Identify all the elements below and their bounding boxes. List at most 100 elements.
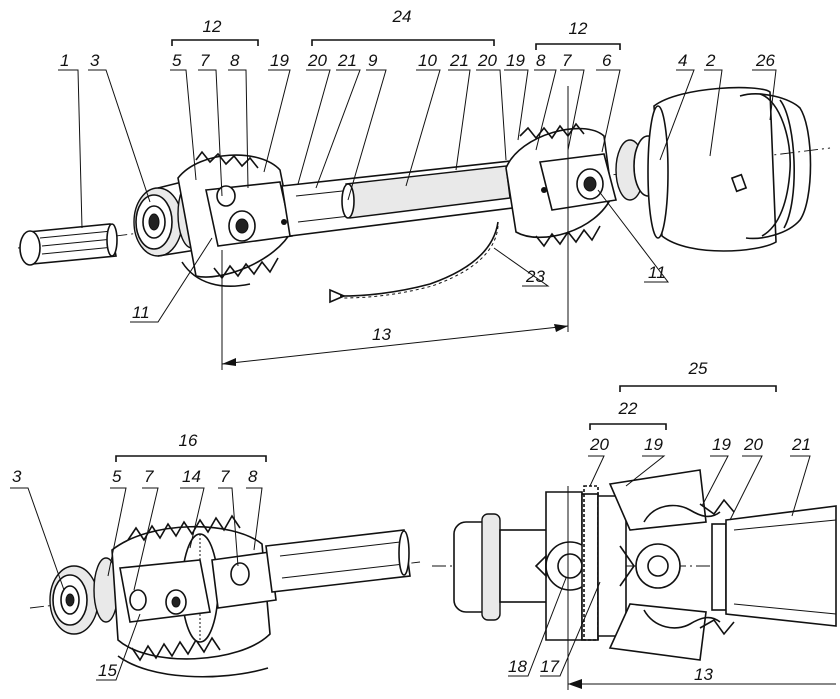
callout-3: 3: [90, 51, 100, 70]
callout-22: 22: [618, 399, 638, 418]
leader-7b: [560, 69, 585, 151]
leader-17-br: [540, 581, 601, 677]
callout-3-bl: 3: [12, 467, 22, 486]
callout-1: 1: [60, 51, 69, 70]
leader-18-br: [508, 577, 567, 677]
callout-6: 6: [602, 51, 612, 70]
tube-bl: [265, 529, 411, 593]
bottom-right-detail: 25 22 20 19 19 20 21 18 17 13: [432, 359, 837, 690]
callout-15: 15: [98, 661, 117, 680]
leader-26: [752, 69, 777, 121]
leader-10: [405, 69, 441, 187]
callout-7-bl: 7: [144, 467, 154, 486]
splined-shaft-1: [19, 223, 118, 266]
callout-25: 25: [688, 359, 708, 378]
tube-21-br: [725, 505, 837, 627]
brace-22: [589, 423, 667, 430]
callout-20b-br: 20: [743, 435, 763, 454]
callout-21b: 21: [449, 51, 469, 70]
callout-8b: 8: [536, 51, 546, 70]
leader-5-bl: [107, 487, 127, 577]
leader-19b: [504, 69, 529, 141]
callout-19b: 19: [506, 51, 525, 70]
leader-19b-br: [701, 455, 729, 507]
callout-24: 24: [392, 7, 412, 26]
callout-16: 16: [179, 431, 198, 450]
callout-13-br: 13: [694, 665, 713, 684]
leader-3-bl: [10, 487, 65, 591]
callout-10: 10: [418, 51, 437, 70]
leader-15-bl: [96, 613, 141, 681]
leader-7: [198, 69, 223, 197]
callout-20b: 20: [477, 51, 497, 70]
callout-23: 23: [525, 267, 545, 286]
brace-24: [311, 39, 495, 46]
callout-8: 8: [230, 51, 240, 70]
leader-19: [263, 69, 291, 173]
leader-3: [88, 69, 151, 203]
callout-7: 7: [200, 51, 210, 70]
callout-26: 26: [755, 51, 775, 70]
leader-19-br: [625, 455, 666, 487]
callout-13-top: 13: [372, 325, 391, 344]
callout-18: 18: [508, 657, 527, 676]
guard-19-br: [608, 469, 707, 531]
universal-joint-right: [539, 153, 617, 211]
leader-8-bl: [246, 487, 263, 551]
brace-12-left: [171, 39, 259, 46]
leader-5: [170, 69, 197, 181]
callout-19: 19: [270, 51, 289, 70]
brace-25: [619, 385, 777, 392]
callout-7b: 7: [562, 51, 572, 70]
callout-21: 21: [337, 51, 357, 70]
brace-12-right: [535, 43, 621, 50]
leader-6: [596, 69, 621, 153]
callout-11-left: 11: [132, 303, 150, 322]
leader-11-left: [130, 237, 213, 323]
top-assembly: 12 24 12 1 3 5 7 8 19 20 21 9 10 21 20 1…: [17, 7, 831, 370]
leader-21-br: [790, 455, 811, 517]
callout-12-left: 12: [203, 17, 222, 36]
bottom-left-detail: 16 3 5 7 14 7 8 15: [10, 431, 421, 681]
leader-4: [659, 69, 695, 161]
callout-20: 20: [307, 51, 327, 70]
callout-20-br: 20: [589, 435, 609, 454]
leader-7-bl: [133, 487, 159, 591]
callout-17: 17: [540, 657, 559, 676]
leader-1: [58, 69, 83, 229]
callout-11-right: 11: [648, 263, 666, 282]
leader-11-right: [597, 189, 670, 283]
leader-8b: [534, 69, 557, 151]
leader-20b-br: [729, 455, 763, 521]
callout-8-bl: 8: [248, 467, 258, 486]
leader-20-br: [588, 455, 605, 487]
leader-20: [297, 69, 331, 185]
leader-8: [228, 69, 249, 189]
callout-21-br: 21: [791, 435, 811, 454]
callout-2: 2: [705, 51, 716, 70]
callout-19-br: 19: [644, 435, 663, 454]
brace-16: [115, 455, 267, 462]
callout-12-right: 12: [569, 19, 588, 38]
leader-21b: [448, 69, 471, 171]
guard-bellows-26: [647, 86, 812, 252]
leader-2: [704, 69, 723, 157]
leader-20b: [476, 69, 507, 161]
universal-joint-left: [205, 181, 293, 247]
leader-7b-bl: [218, 487, 239, 567]
callout-19b-br: 19: [712, 435, 731, 454]
callout-9: 9: [368, 51, 378, 70]
leader-23: [493, 247, 550, 287]
leader-21: [315, 69, 361, 189]
callout-5: 5: [172, 51, 182, 70]
callout-4: 4: [678, 51, 687, 70]
safety-chain-23: [329, 221, 499, 304]
leader-9: [347, 69, 387, 201]
callout-5-bl: 5: [112, 467, 122, 486]
leader-14-bl: [180, 487, 205, 549]
callout-7b-bl: 7: [220, 467, 230, 486]
dimension-13-top: [221, 86, 569, 370]
callout-14: 14: [182, 467, 201, 486]
